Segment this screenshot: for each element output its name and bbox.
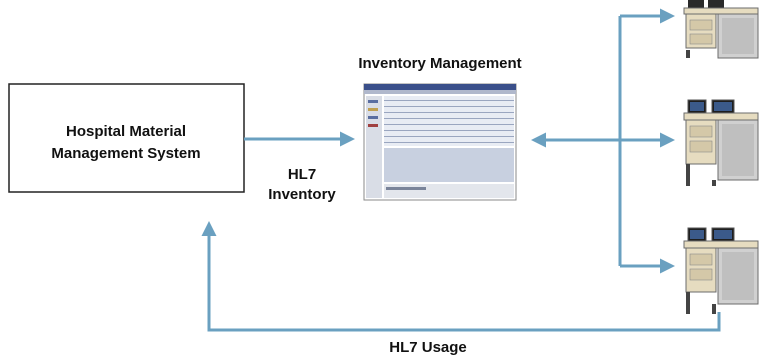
hl7-inventory-line2: Inventory [268,186,336,203]
hmms-label-line1: Hospital Material [66,123,186,140]
hmms-box: Hospital Material Management System [8,83,245,193]
inventory-management-label: Inventory Management [358,55,521,72]
dispensing-cabinet-2 [683,99,759,186]
hmms-label-line2: Management System [51,145,200,162]
hl7-inventory-line1: HL7 [288,166,316,183]
inventory-software-screenshot [363,83,517,201]
dispensing-cabinet-3 [683,227,759,314]
dispensing-cabinet-1 [683,0,759,59]
hl7-usage-label: HL7 Usage [389,339,467,355]
hl7-usage-arrow [201,221,721,332]
